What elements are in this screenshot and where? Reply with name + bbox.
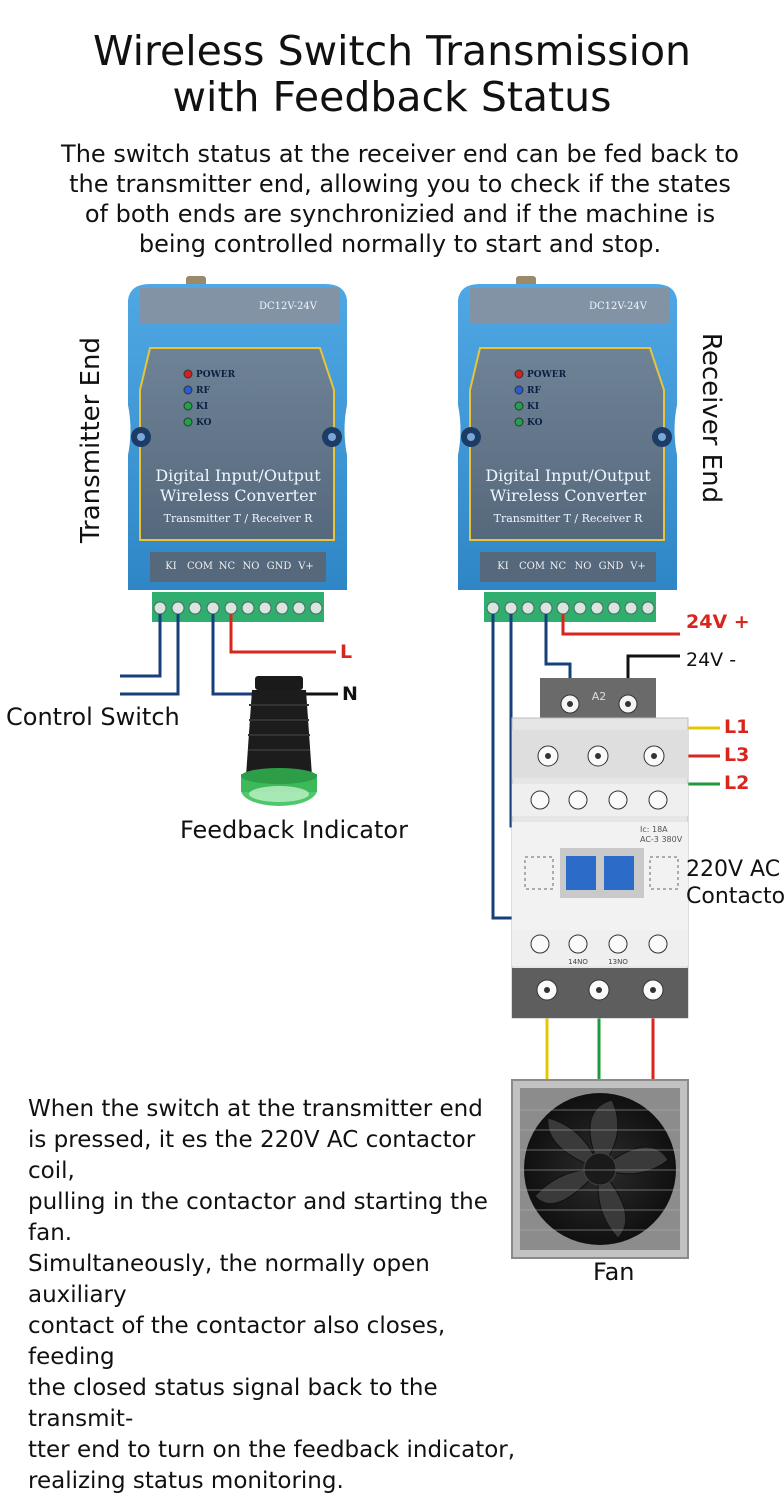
transmitter-led-ki: KI <box>196 402 208 412</box>
contactor-rating-2: AC-3 380V <box>640 835 683 844</box>
contactor-label: 220V AC Contactor <box>686 856 784 910</box>
receiver-name-line-1: Digital Input/Output <box>485 466 651 485</box>
receiver-subtitle: Transmitter T / Receiver R <box>494 512 643 525</box>
transmitter-term-gnd: GND <box>267 561 292 572</box>
receiver-term-no: NO <box>575 561 592 572</box>
description-line-6: the closed status signal back to the tra… <box>28 1375 438 1432</box>
contactor-label-line-2: Contactor <box>686 884 784 909</box>
transmitter-name-line-1: Digital Input/Output <box>155 466 321 485</box>
intro-line-1: The switch status at the receiver end ca… <box>61 140 739 168</box>
description-line-7: tter end to turn on the feedback indicat… <box>28 1437 516 1463</box>
transmitter-term-vplus: V+ <box>297 561 314 572</box>
receiver-term-gnd: GND <box>599 561 624 572</box>
description-line-1: When the switch at the transmitter end <box>28 1096 483 1122</box>
receiver-led-ko: KO <box>527 418 543 428</box>
description-line-3: pulling in the contactor and starting th… <box>28 1189 488 1246</box>
description-line-4: Simultaneously, the normally open auxili… <box>28 1251 430 1308</box>
contactor-label-line-1: 220V AC <box>686 857 781 882</box>
transmitter-term-no: NO <box>243 561 260 572</box>
receiver-term-ki: KI <box>497 561 508 572</box>
wire-l-label: L <box>340 641 353 663</box>
wire-24v-plus-label: 24V + <box>686 611 750 633</box>
transmitter-term-ki: KI <box>165 561 176 572</box>
contactor-aux-mark-1: 14NO <box>568 958 588 966</box>
transmitter-wiring <box>120 614 338 696</box>
transmitter-device: DC12V-24V POWER RF KI KO Digital Input/O… <box>128 276 347 622</box>
receiver-term-nc: NC <box>550 561 567 572</box>
receiver-led-power: POWER <box>527 370 567 380</box>
transmitter-subtitle: Transmitter T / Receiver R <box>164 512 313 525</box>
contactor-rating-1: Ic: 18A <box>640 825 668 834</box>
receiver-power-rating: DC12V-24V <box>589 301 648 312</box>
control-switch-label: Control Switch <box>6 703 180 731</box>
intro-line-4: being controlled normally to start and s… <box>138 230 662 258</box>
wiring-diagram: DC12V-24V POWER RF KI KO Digital Input/O… <box>120 276 720 1259</box>
intro-line-2: the transmitter end, allowing you to che… <box>69 170 731 198</box>
transmitter-name-line-2: Wireless Converter <box>160 486 317 505</box>
transmitter-power-rating: DC12V-24V <box>259 301 318 312</box>
receiver-term-vplus: V+ <box>629 561 646 572</box>
transmitter-led-rf: RF <box>196 386 210 396</box>
transmitter-led-ko: KO <box>196 418 212 428</box>
wire-l2-label: L2 <box>724 772 750 794</box>
receiver-device: DC12V-24V POWER RF KI KO Digital Input/O… <box>458 276 677 622</box>
description-line-2: is pressed, it es the 220V AC contactor … <box>28 1127 476 1184</box>
description-line-5: contact of the contactor also closes, fe… <box>28 1313 446 1370</box>
receiver-end-label: Receiver End <box>696 332 726 504</box>
intro-line-3: of both ends are synchronizied and if th… <box>84 200 716 228</box>
transmitter-led-power: POWER <box>196 370 236 380</box>
transmitter-end-label: Transmitter End <box>76 336 106 544</box>
receiver-led-ki: KI <box>527 402 539 412</box>
receiver-term-com: COM <box>519 561 545 572</box>
page-title: Wireless Switch Transmission with Feedba… <box>0 28 784 120</box>
title-line-1: Wireless Switch Transmission <box>92 27 692 75</box>
feedback-indicator-label: Feedback Indicator <box>180 816 408 844</box>
fan <box>511 1079 689 1259</box>
transmitter-term-com: COM <box>187 561 213 572</box>
receiver-name-line-2: Wireless Converter <box>490 486 647 505</box>
title-line-2: with Feedback Status <box>172 73 612 121</box>
contactor: A2 Ic: 18A AC-3 380V 14NO 13NO <box>511 678 689 1019</box>
intro-text: The switch status at the receiver end ca… <box>40 139 760 259</box>
fan-label: Fan <box>593 1258 635 1286</box>
feedback-indicator-lamp <box>241 676 317 806</box>
contactor-top-mark: A2 <box>592 690 607 703</box>
wire-l1-label: L1 <box>724 716 750 738</box>
receiver-led-rf: RF <box>527 386 541 396</box>
description-line-8: realizing status monitoring. <box>28 1468 344 1494</box>
description-text: When the switch at the transmitter end i… <box>28 1094 528 1497</box>
transmitter-term-nc: NC <box>219 561 236 572</box>
contactor-aux-mark-2: 13NO <box>608 958 628 966</box>
wire-l3-label: L3 <box>724 744 750 766</box>
wire-n-label: N <box>342 683 358 705</box>
wire-24v-minus-label: 24V - <box>686 649 737 671</box>
